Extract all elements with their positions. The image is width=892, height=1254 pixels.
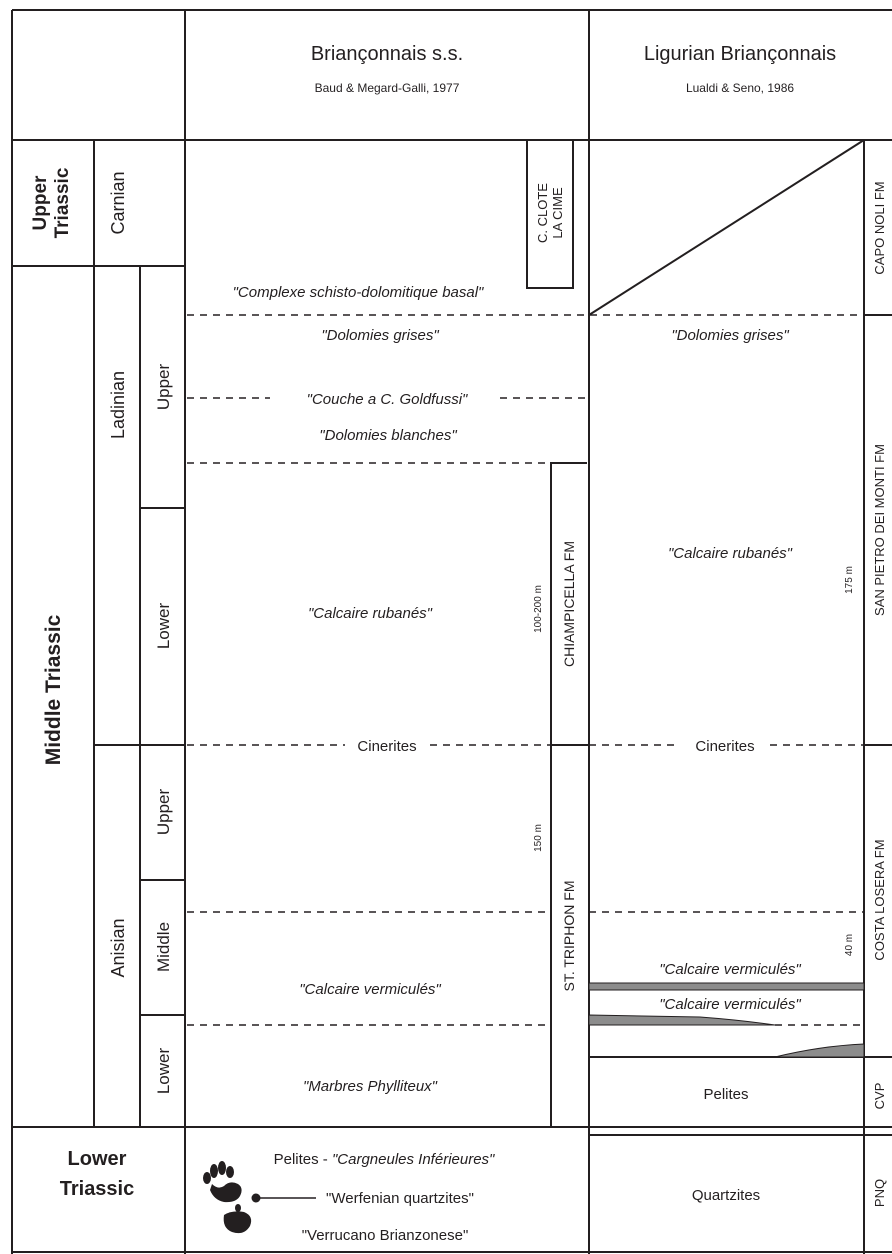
fm-pnq: PNQ — [872, 1179, 887, 1207]
col2-cinerites: Cinerites — [695, 738, 754, 755]
col2-reference: Lualdi & Seno, 1986 — [686, 81, 794, 95]
col1-pelites-cargneules: Pelites - "Cargneules Inférieures" — [274, 1151, 495, 1168]
col1-dolomies-grises: "Dolomies grises" — [321, 327, 439, 344]
col1-cargneules: "Cargneules Inférieures" — [332, 1151, 495, 1168]
col2-title: Ligurian Briançonnais — [644, 43, 836, 65]
col2-thickness-175: 175 m — [844, 566, 855, 594]
col1-title: Briançonnais s.s. — [311, 43, 463, 65]
fm-cvp: CVP — [872, 1083, 887, 1110]
fm-capo-noli: CAPO NOLI FM — [872, 181, 887, 274]
col1-reference: Baud & Megard-Galli, 1977 — [315, 81, 460, 95]
col1-couche-goldfussi: "Couche a C. Goldfussi" — [307, 391, 468, 408]
col1-dolomies-blanches: "Dolomies blanches" — [319, 427, 457, 444]
period-upper-triassic: Upper Triassic — [30, 167, 73, 238]
col1-complexe: "Complexe schisto-dolomitique basal" — [233, 284, 484, 301]
substage-ladinian-lower: Lower — [154, 603, 173, 650]
table-grid — [11, 9, 892, 1254]
col2-dolomies-grises: "Dolomies grises" — [671, 327, 789, 344]
fm-st-triphon-thickness: 150 m — [533, 824, 544, 852]
col2-calcaire-vermicules-lower: "Calcaire vermiculés" — [659, 996, 801, 1013]
col1-pelites-prefix: Pelites - — [274, 1151, 332, 1168]
period-upper-line2: Triassic — [52, 167, 73, 238]
limestone-beds — [588, 982, 865, 1058]
period-lower-line2: Triassic — [60, 1178, 135, 1200]
substage-anisian-upper: Upper — [154, 789, 173, 836]
stage-carnian: Carnian — [108, 171, 128, 234]
fm-champicella-thickness: 100-200 m — [533, 585, 544, 633]
col2-calcaire-vermicules-upper: "Calcaire vermiculés" — [659, 961, 801, 978]
footprint-icon — [203, 1161, 252, 1234]
substage-ladinian-upper: Upper — [154, 364, 173, 411]
fm-san-pietro: SAN PIETRO DEI MONTI FM — [872, 444, 887, 616]
substage-anisian-lower: Lower — [154, 1048, 173, 1095]
period-upper-line1: Upper — [30, 175, 51, 231]
col2-calcaire-rubanes: "Calcaire rubanés" — [668, 545, 793, 562]
col1-marbres-phylliteux: "Marbres Phylliteux" — [303, 1078, 438, 1095]
period-middle-triassic: Middle Triassic — [42, 614, 65, 765]
substage-anisian-middle: Middle — [154, 922, 173, 972]
fm-champicella: CHIAMPICELLA FM — [561, 541, 577, 667]
stage-ladinian: Ladinian — [108, 371, 128, 439]
col1-calcaire-rubanes: "Calcaire rubanés" — [308, 605, 433, 622]
footprint-pointer — [251, 1193, 316, 1203]
col2-quartzites: Quartzites — [692, 1187, 760, 1204]
col2-pelites: Pelites — [703, 1086, 748, 1103]
col1-cinerites: Cinerites — [357, 738, 416, 755]
col1-werfenian: "Werfenian quartzites" — [326, 1190, 474, 1207]
col1-verrucano: "Verrucano Brianzonese" — [302, 1227, 469, 1244]
dashed-correlations — [187, 314, 864, 1026]
period-lower-line1: Lower — [68, 1148, 127, 1170]
col1-calcaire-vermicules: "Calcaire vermiculés" — [299, 981, 441, 998]
fm-clote-line2: LA CIME — [550, 187, 565, 239]
fm-clote-line1: C. CLOTE — [535, 183, 550, 243]
stage-anisian: Anisian — [108, 918, 128, 977]
fm-costa-losera: COSTA LOSERA FM — [872, 839, 887, 960]
col2-thickness-40: 40 m — [844, 934, 855, 956]
fm-st-triphon: ST. TRIPHON FM — [561, 881, 577, 992]
